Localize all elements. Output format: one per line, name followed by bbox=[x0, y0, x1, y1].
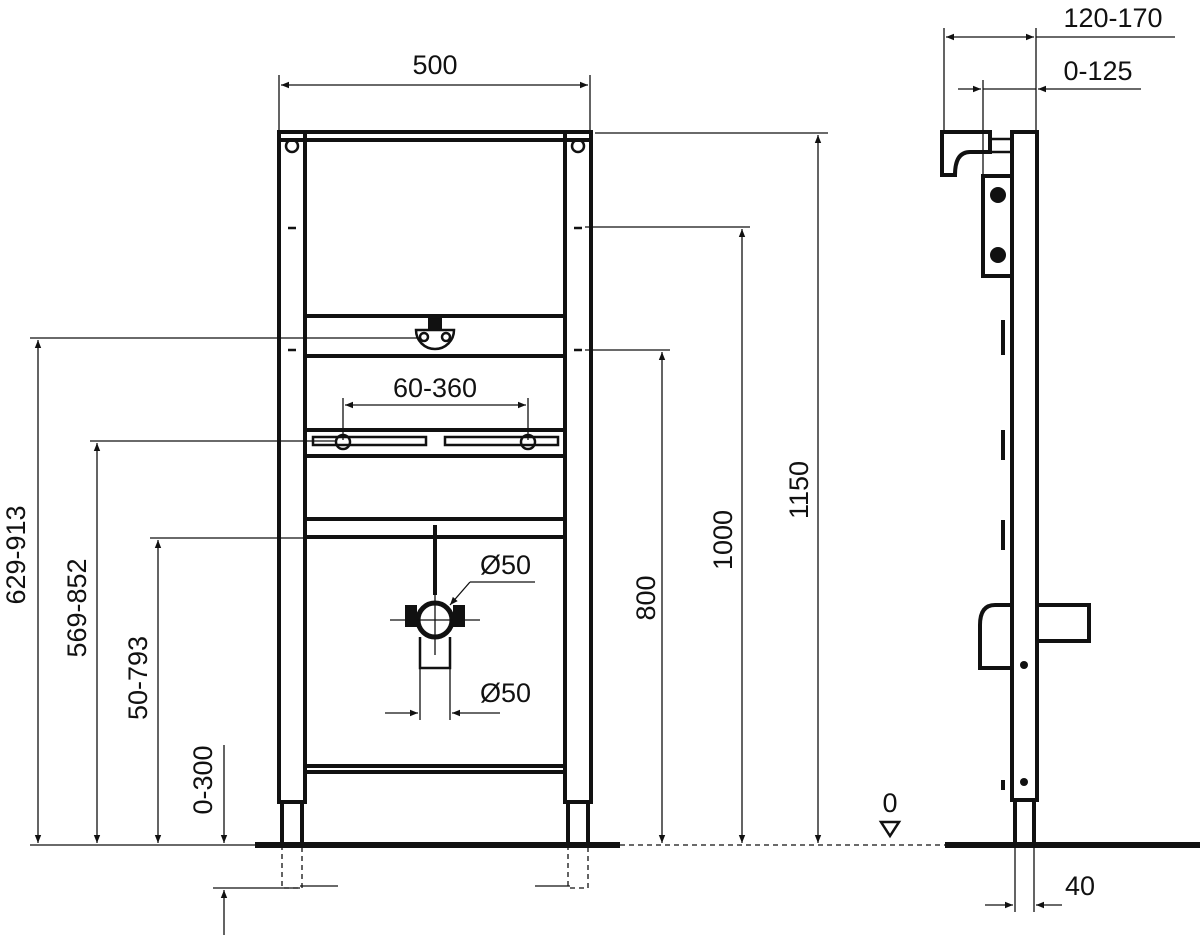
dim-800: 800 bbox=[585, 349, 670, 843]
dim-1150: 1150 bbox=[595, 132, 828, 843]
height-1150-label: 1150 bbox=[784, 461, 814, 519]
dim-offset: 0-125 bbox=[958, 56, 1141, 176]
level-triangle-icon bbox=[878, 820, 902, 839]
range-629-913-label: 629-913 bbox=[1, 505, 31, 604]
bracket-spacing-label: 60-360 bbox=[393, 373, 477, 403]
pipe-lower-label: Ø50 bbox=[480, 678, 531, 708]
depth-label: 120-170 bbox=[1063, 3, 1162, 33]
dim-depth: 120-170 bbox=[943, 3, 1175, 130]
valve-bracket bbox=[414, 318, 456, 351]
dim-bracket-spacing: 60-360 bbox=[342, 373, 529, 440]
drain-pipe bbox=[390, 525, 480, 720]
dim-569-852: 569-852 bbox=[62, 440, 335, 843]
dim-1000: 1000 bbox=[585, 226, 750, 843]
range-50-793-label: 50-793 bbox=[123, 636, 153, 720]
offset-label: 0-125 bbox=[1063, 56, 1132, 86]
front-frame bbox=[277, 130, 593, 889]
side-frame bbox=[940, 130, 1091, 847]
dim-629-913: 629-913 bbox=[1, 337, 420, 843]
floor-level-marker: 0 bbox=[878, 788, 902, 839]
foot-adjust-label: 0-300 bbox=[188, 745, 218, 814]
dim-50-793: 50-793 bbox=[123, 537, 435, 843]
pipe-upper-label: Ø50 bbox=[480, 550, 531, 580]
dim-foot-width: 40 bbox=[985, 845, 1095, 912]
height-800-label: 800 bbox=[631, 575, 661, 620]
dim-width: 500 bbox=[278, 50, 591, 130]
dim-pipe-lower: Ø50 bbox=[385, 678, 531, 717]
range-569-852-label: 569-852 bbox=[62, 558, 92, 657]
floor-level-label: 0 bbox=[882, 788, 897, 818]
foot-width-label: 40 bbox=[1065, 871, 1095, 901]
height-1000-label: 1000 bbox=[708, 510, 738, 570]
width-label: 500 bbox=[412, 50, 457, 80]
dim-0-300: 0-300 bbox=[188, 745, 300, 935]
dim-pipe-upper: Ø50 bbox=[449, 550, 535, 606]
